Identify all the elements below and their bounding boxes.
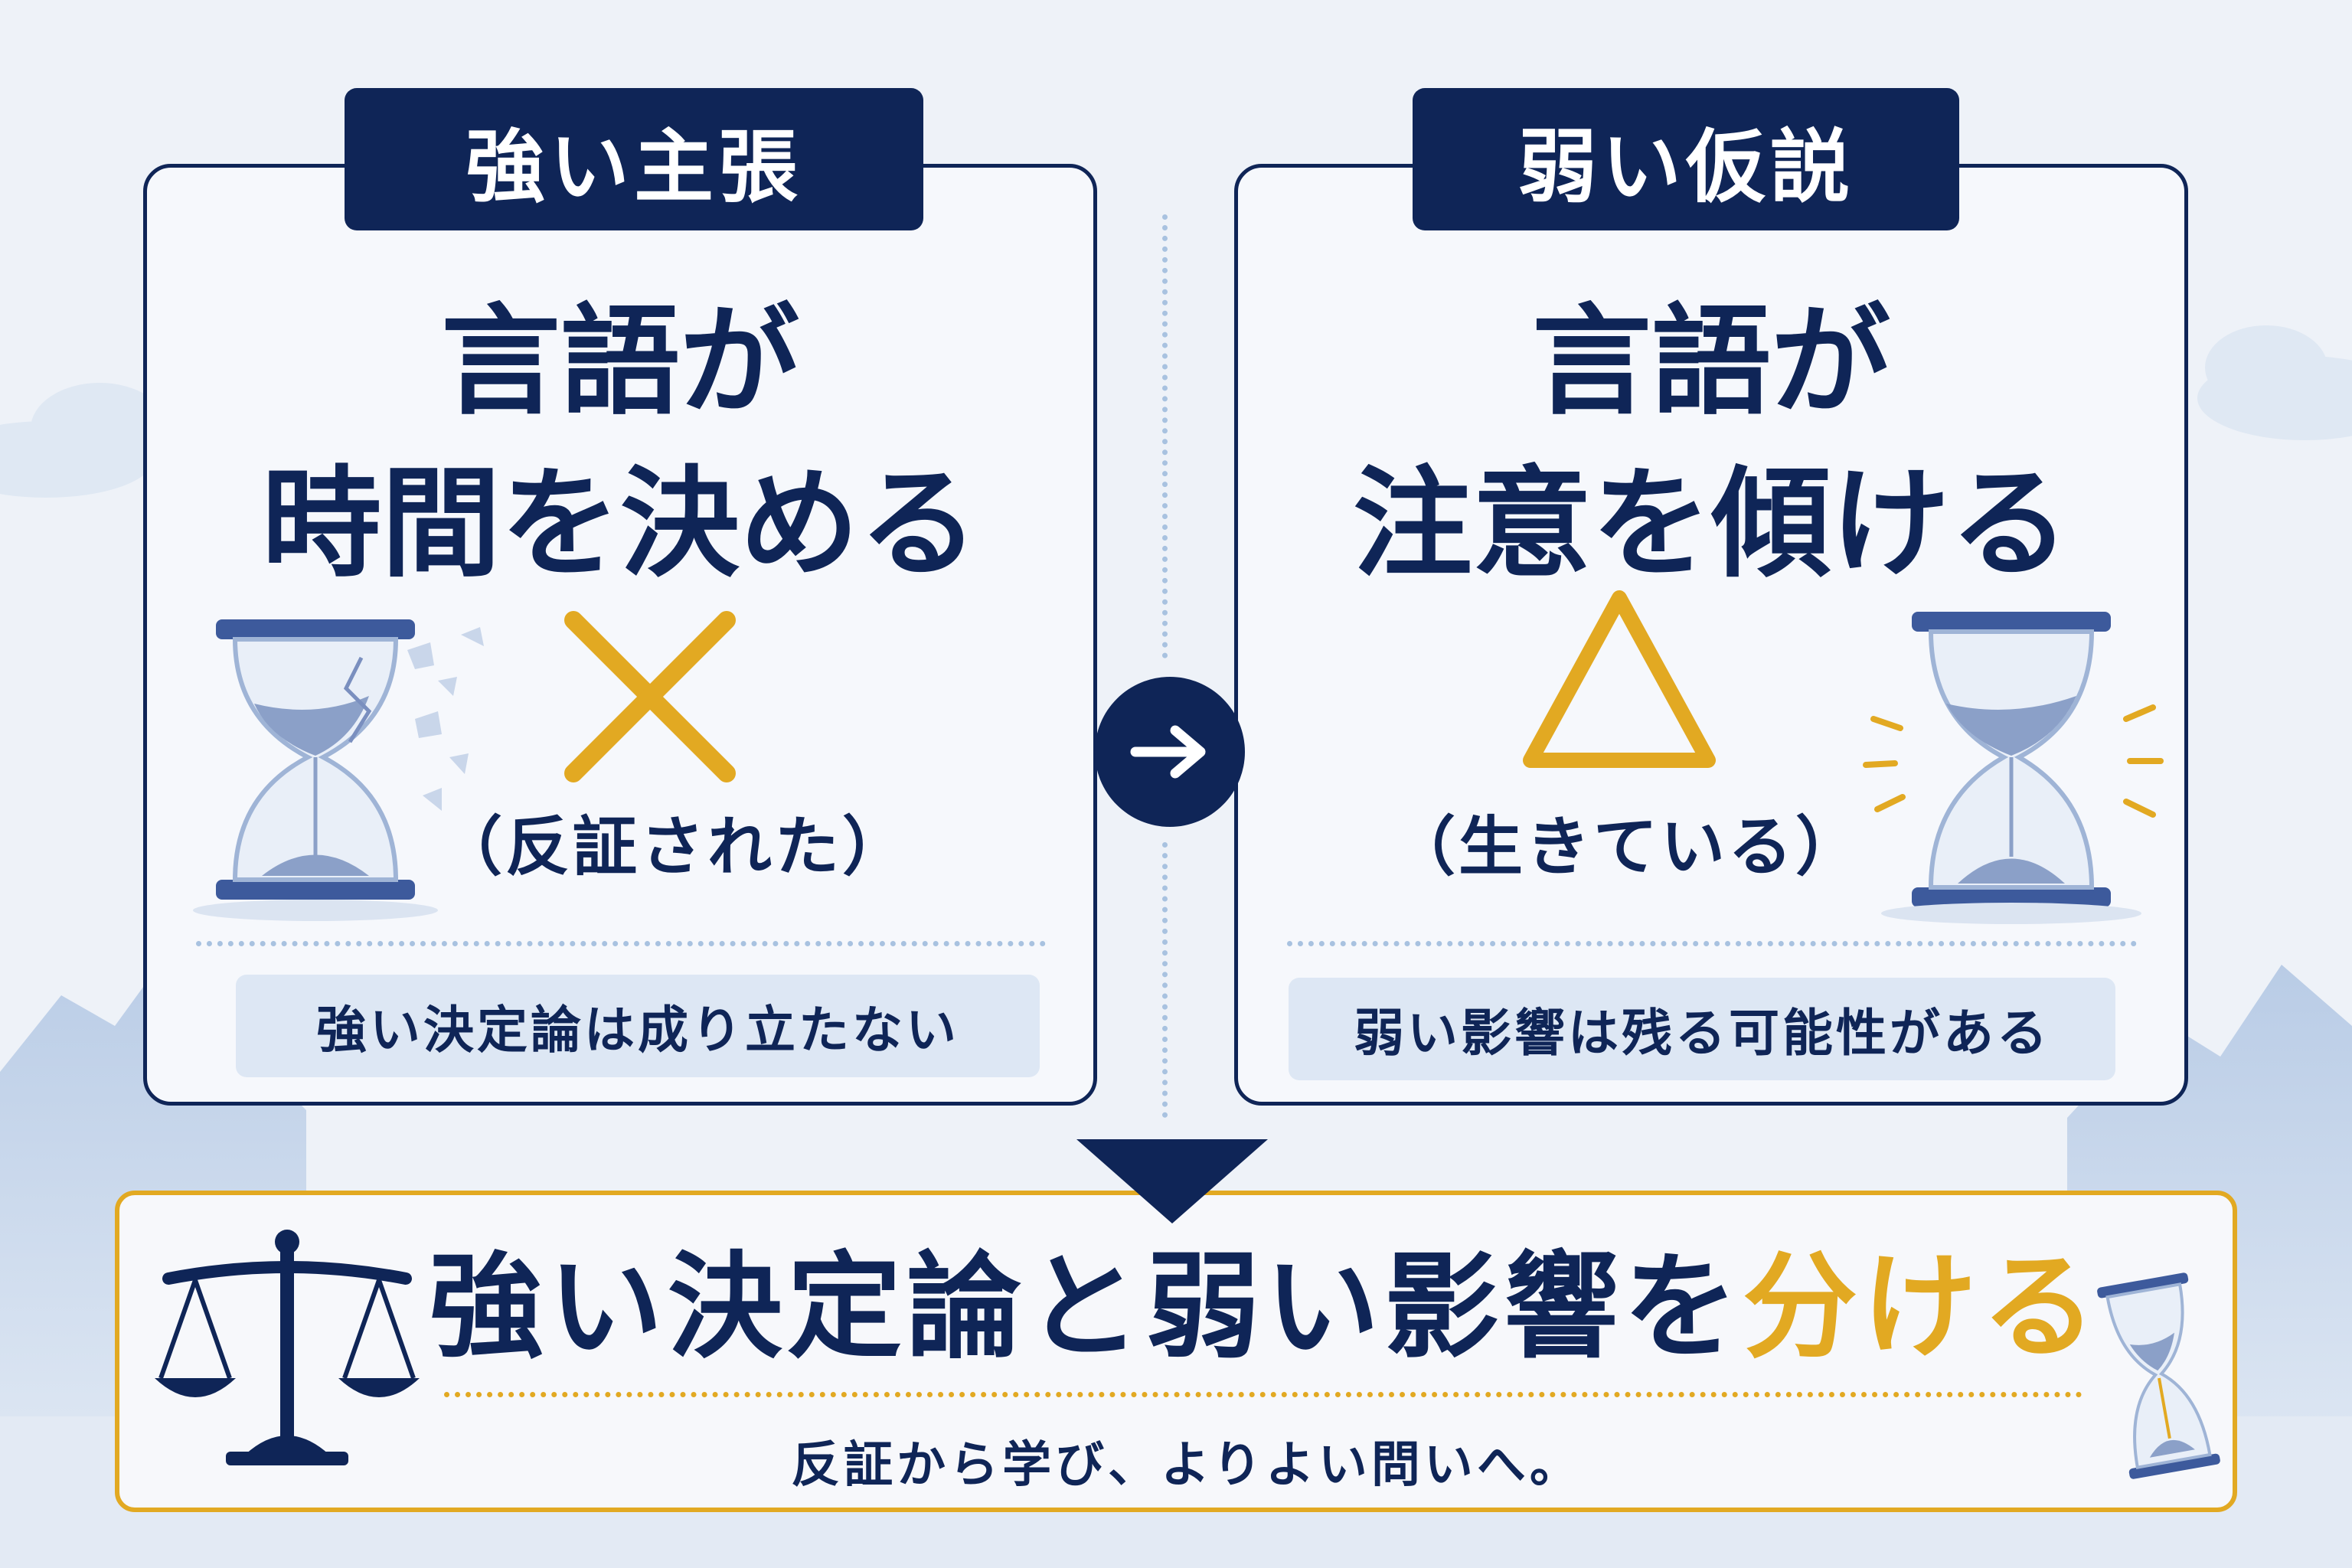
- left-headline-line1: 言語が: [441, 292, 799, 431]
- hourglass-icon: [1863, 612, 2164, 924]
- conclusion-headline: 強い決定論と弱い影響を分ける: [429, 1239, 2096, 1377]
- conclusion-subtext: 反証から学び、よりよい問いへ。: [791, 1437, 1583, 1494]
- conclusion-main: 強い決定論と弱い影響を: [429, 1241, 1743, 1374]
- conclusion-box: [115, 1191, 2237, 1512]
- right-headline-line2: 注意を傾ける: [1353, 454, 2069, 593]
- x-mark-icon: [564, 611, 736, 782]
- arrow-right-icon: [1095, 677, 1245, 827]
- right-summary: 弱い影響は残る可能性がある: [1289, 978, 2115, 1080]
- triangle-icon: [1523, 590, 1716, 768]
- right-headline-line1: 言語が: [1532, 292, 1890, 431]
- cloud-left: [0, 383, 168, 498]
- weak-hypothesis-tag: 弱い仮説: [1413, 88, 1959, 230]
- conclusion-accent: 分ける: [1743, 1241, 2102, 1374]
- cloud-right: [2197, 325, 2352, 440]
- center-divider-bottom: [1162, 842, 1168, 1118]
- right-status-text: （生きている）: [1391, 809, 1864, 884]
- left-headline-line2: 時間を決める: [262, 454, 978, 593]
- center-divider-top: [1162, 214, 1168, 658]
- weak-hypothesis-card: 言語が 注意を傾ける （生きている） 弱い影響は残る可能性がある: [1234, 164, 2188, 1106]
- strong-claim-tag: 強い主張: [345, 88, 923, 230]
- right-divider: [1287, 941, 2137, 946]
- arrow-down-icon: [1076, 1139, 1268, 1223]
- left-status-text: （反証された）: [438, 809, 910, 884]
- left-divider: [196, 941, 1046, 946]
- left-summary: 強い決定論は成り立たない: [236, 975, 1040, 1077]
- broken-hourglass-icon: [193, 619, 484, 921]
- conclusion-divider: [444, 1392, 2082, 1397]
- scales-icon: [155, 1230, 420, 1465]
- strong-claim-card: 言語が 時間を決める （反証された） 強い決定論は成り立たない: [143, 164, 1097, 1106]
- small-hourglass-icon: [2097, 1272, 2220, 1479]
